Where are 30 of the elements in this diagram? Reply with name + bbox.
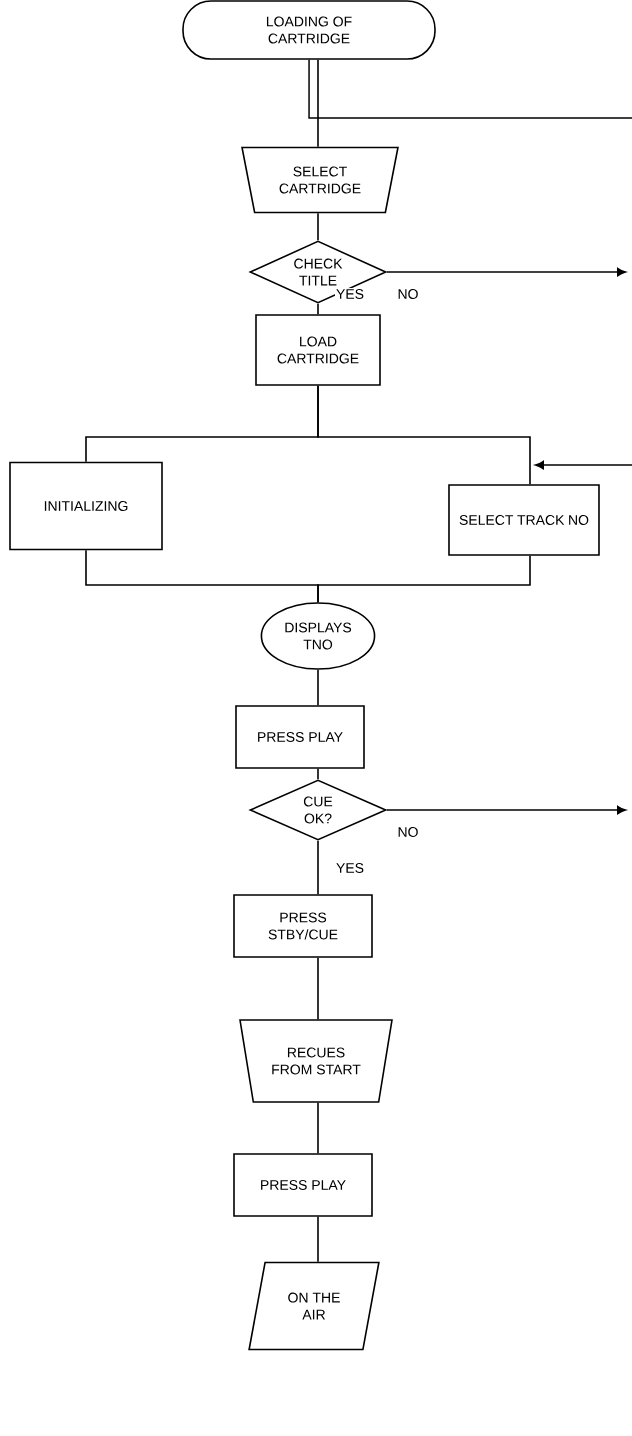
process-box: PRESS PLAY xyxy=(235,705,365,769)
process-box: PRESS STBY/CUE xyxy=(233,894,373,958)
process-box: LOAD CARTRIDGE xyxy=(255,314,381,386)
display-oval: DISPLAYS TNO xyxy=(260,602,376,670)
process-box: SELECT TRACK NO xyxy=(448,484,600,556)
connector-line xyxy=(317,385,531,486)
edge-label: NO xyxy=(396,826,420,838)
edge-label: NO xyxy=(396,288,420,300)
process-box: INITIALIZING xyxy=(9,461,163,551)
connector-line xyxy=(317,957,319,1020)
connector-line xyxy=(317,1216,319,1263)
arrow xyxy=(534,460,632,470)
connector-line xyxy=(317,1102,319,1154)
terminal-box: LOADING OF CARTRIDGE xyxy=(182,0,436,60)
connector-line xyxy=(317,669,319,706)
connector-line xyxy=(317,768,319,780)
connector-line xyxy=(308,59,632,119)
manual-operation-box: RECUES FROM START xyxy=(239,1019,393,1103)
process-box: PRESS PLAY xyxy=(233,1153,373,1217)
edge-label: YES xyxy=(335,862,365,874)
edge-label: YES xyxy=(335,288,365,300)
connector-line xyxy=(317,212,319,241)
connector-line xyxy=(317,840,319,895)
connector-line xyxy=(317,59,319,148)
output-box: ON THE AIR xyxy=(248,1261,380,1351)
manual-operation-box: SELECT CARTRIDGE xyxy=(241,146,399,214)
arrow xyxy=(386,267,627,277)
arrow xyxy=(386,805,627,815)
connector-line xyxy=(317,303,319,316)
connector-line xyxy=(317,555,531,603)
